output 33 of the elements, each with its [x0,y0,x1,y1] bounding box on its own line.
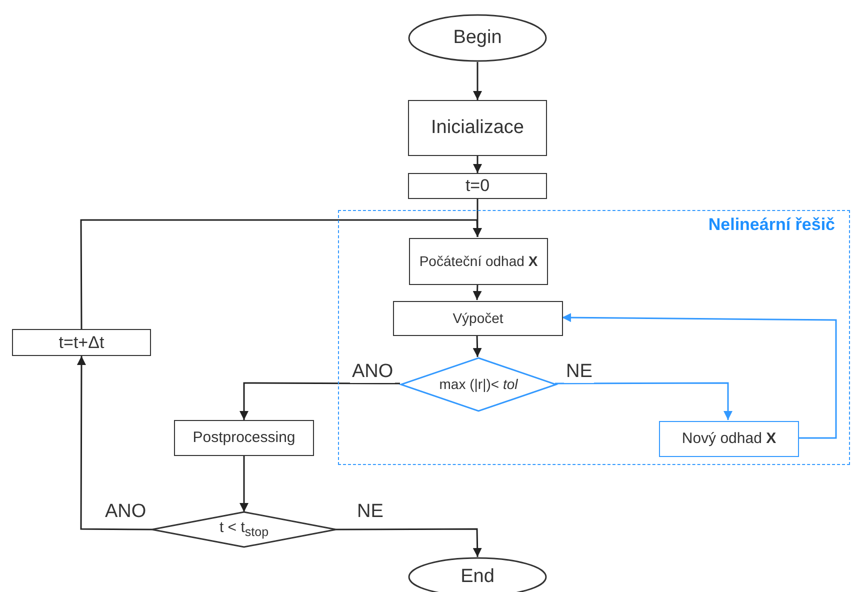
process-box [12,329,151,356]
edge-label: ANO [350,361,396,383]
node-label: Postprocessing [192,429,296,447]
node-label: Počáteční odhad X [419,253,538,270]
node-label: Inicializace [431,117,524,139]
process-box [174,420,314,456]
process-box [393,301,563,336]
process-box [408,173,547,199]
arrow [473,62,482,100]
node-label: max (|r|)< tol [439,376,518,393]
node-label: Výpočet [452,310,504,327]
arrow [562,313,837,439]
group-title: Nelineární řešič [708,215,835,235]
node-label: t=t+Δt [58,332,104,352]
solver-group [338,210,850,465]
arrow [472,284,482,300]
arrow [473,156,482,173]
node-label: t < t$_{stop}$ [219,519,269,540]
node-label: End [460,566,494,588]
edge-label: NE [564,361,594,383]
arrow [472,334,482,358]
node-label: Nový odhad X [682,430,776,448]
node-label: t=0 [465,176,490,196]
arrow [240,382,400,420]
arrow [80,219,482,329]
process-box [659,421,799,457]
arrow [336,528,482,558]
arrow [76,356,152,530]
node-label: Begin [453,27,502,49]
process-box [409,238,548,285]
arrow [240,456,248,512]
arrow [555,382,732,420]
process-box [408,100,547,156]
